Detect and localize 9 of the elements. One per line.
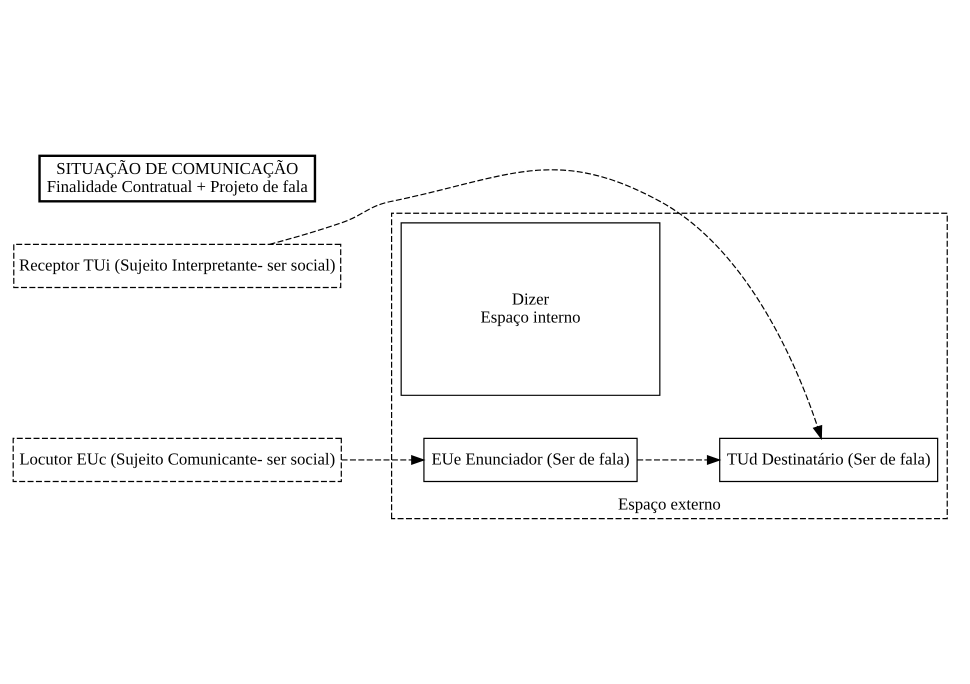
node-box: Receptor TUi (Sujeito Interpretante- ser social): [13, 244, 342, 288]
node-box: EUe Enunciador (Ser de fala): [423, 438, 638, 482]
arrow: [342, 454, 426, 465]
node-box: Locutor EUc (Sujeito Comunicante- ser social): [12, 438, 342, 482]
node-box: SITUAÇÃO DE COMUNICAÇÃO Finalidade Contratual + Projeto de fala: [38, 154, 316, 202]
node-box: Dizer Espaço interno: [400, 222, 660, 396]
arrow: [269, 169, 822, 440]
node-box: TUd Destinatário (Ser de fala): [719, 438, 938, 482]
arrow: [637, 454, 722, 465]
